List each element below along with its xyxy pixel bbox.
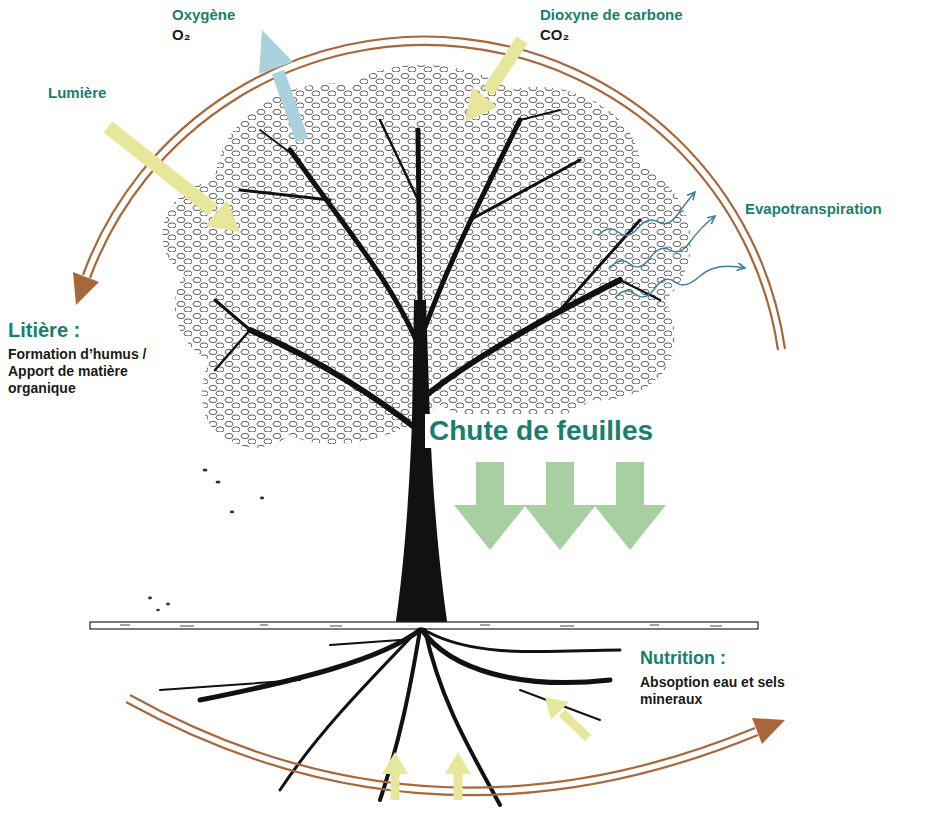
section-body: Absoption eau et sels mineraux: [640, 674, 840, 708]
root: [200, 630, 420, 700]
branch: [424, 120, 520, 330]
ground-texture: [120, 625, 722, 626]
leaf-fall-shaft: [476, 462, 504, 506]
absorption-shaft: [454, 772, 463, 800]
litter-dot: [260, 497, 264, 500]
gas-label: Dioxyne de carbone: [540, 6, 683, 24]
cycle-arrowhead: [752, 718, 785, 744]
absorption-head: [445, 752, 471, 774]
absorption-shaft: [562, 713, 588, 738]
process-label: Lumière: [48, 84, 106, 102]
branch: [380, 120, 418, 200]
litter-dot: [166, 603, 170, 606]
vapour-wave: [615, 266, 745, 298]
gas-label: Oxygène: [172, 6, 235, 24]
branch: [240, 190, 330, 200]
absorption-head: [382, 752, 408, 774]
root: [380, 630, 420, 800]
litter-dot: [156, 609, 160, 611]
absorption-arrows: [382, 697, 588, 800]
section-body: Formation d’humus / Apport de matière or…: [8, 346, 183, 396]
section-heading: Nutrition :: [640, 648, 726, 670]
litter-dot: [230, 511, 234, 514]
litter-dot: [216, 480, 221, 483]
gas-formula: O₂: [172, 26, 190, 44]
leaf-fall-shaft: [616, 462, 644, 506]
litter-dots: [148, 468, 264, 611]
root: [425, 630, 500, 805]
branch: [215, 330, 250, 370]
light-arrow: [108, 127, 213, 210]
branch: [250, 330, 418, 430]
litter-dot: [203, 468, 208, 471]
branch: [420, 280, 620, 400]
branch: [470, 160, 580, 220]
root: [428, 632, 620, 652]
leaf-fall-arrows: [454, 462, 666, 550]
section-heading: Litière :: [8, 318, 80, 342]
cycle-arrowhead: [73, 272, 99, 305]
vapour-wave: [598, 192, 695, 236]
process-label: Evapotranspiration: [745, 200, 882, 218]
oxygen-arrow: [278, 72, 302, 140]
litter-dot: [148, 597, 152, 600]
co2-arrowhead: [465, 87, 498, 122]
branch: [290, 150, 416, 340]
absorption-head: [545, 697, 569, 720]
cycle-arc: [130, 695, 755, 788]
evapotranspiration-waves: [598, 192, 745, 298]
root: [330, 640, 400, 645]
oxygen-arrowhead: [259, 30, 293, 74]
branches: [215, 110, 660, 430]
cycle-arc: [126, 702, 758, 795]
roots: [160, 630, 620, 805]
gas-formula: CO₂: [540, 26, 569, 44]
vapour-wave: [610, 216, 715, 268]
light-arrowhead: [205, 200, 240, 232]
trunk: [395, 300, 448, 628]
root: [422, 630, 610, 683]
leaf-fall-head: [594, 505, 666, 550]
branch: [215, 300, 250, 330]
branch: [520, 110, 560, 120]
leaf-fall-shaft: [546, 462, 574, 506]
co2-arrow: [488, 40, 522, 92]
branch: [418, 130, 420, 300]
ground-strip: [90, 622, 758, 629]
process-title: Chute de feuilles: [425, 414, 657, 448]
leaf-fall-head: [454, 505, 526, 550]
absorption-shaft: [391, 772, 400, 800]
leaf-fall-head: [524, 505, 596, 550]
root: [160, 680, 300, 690]
